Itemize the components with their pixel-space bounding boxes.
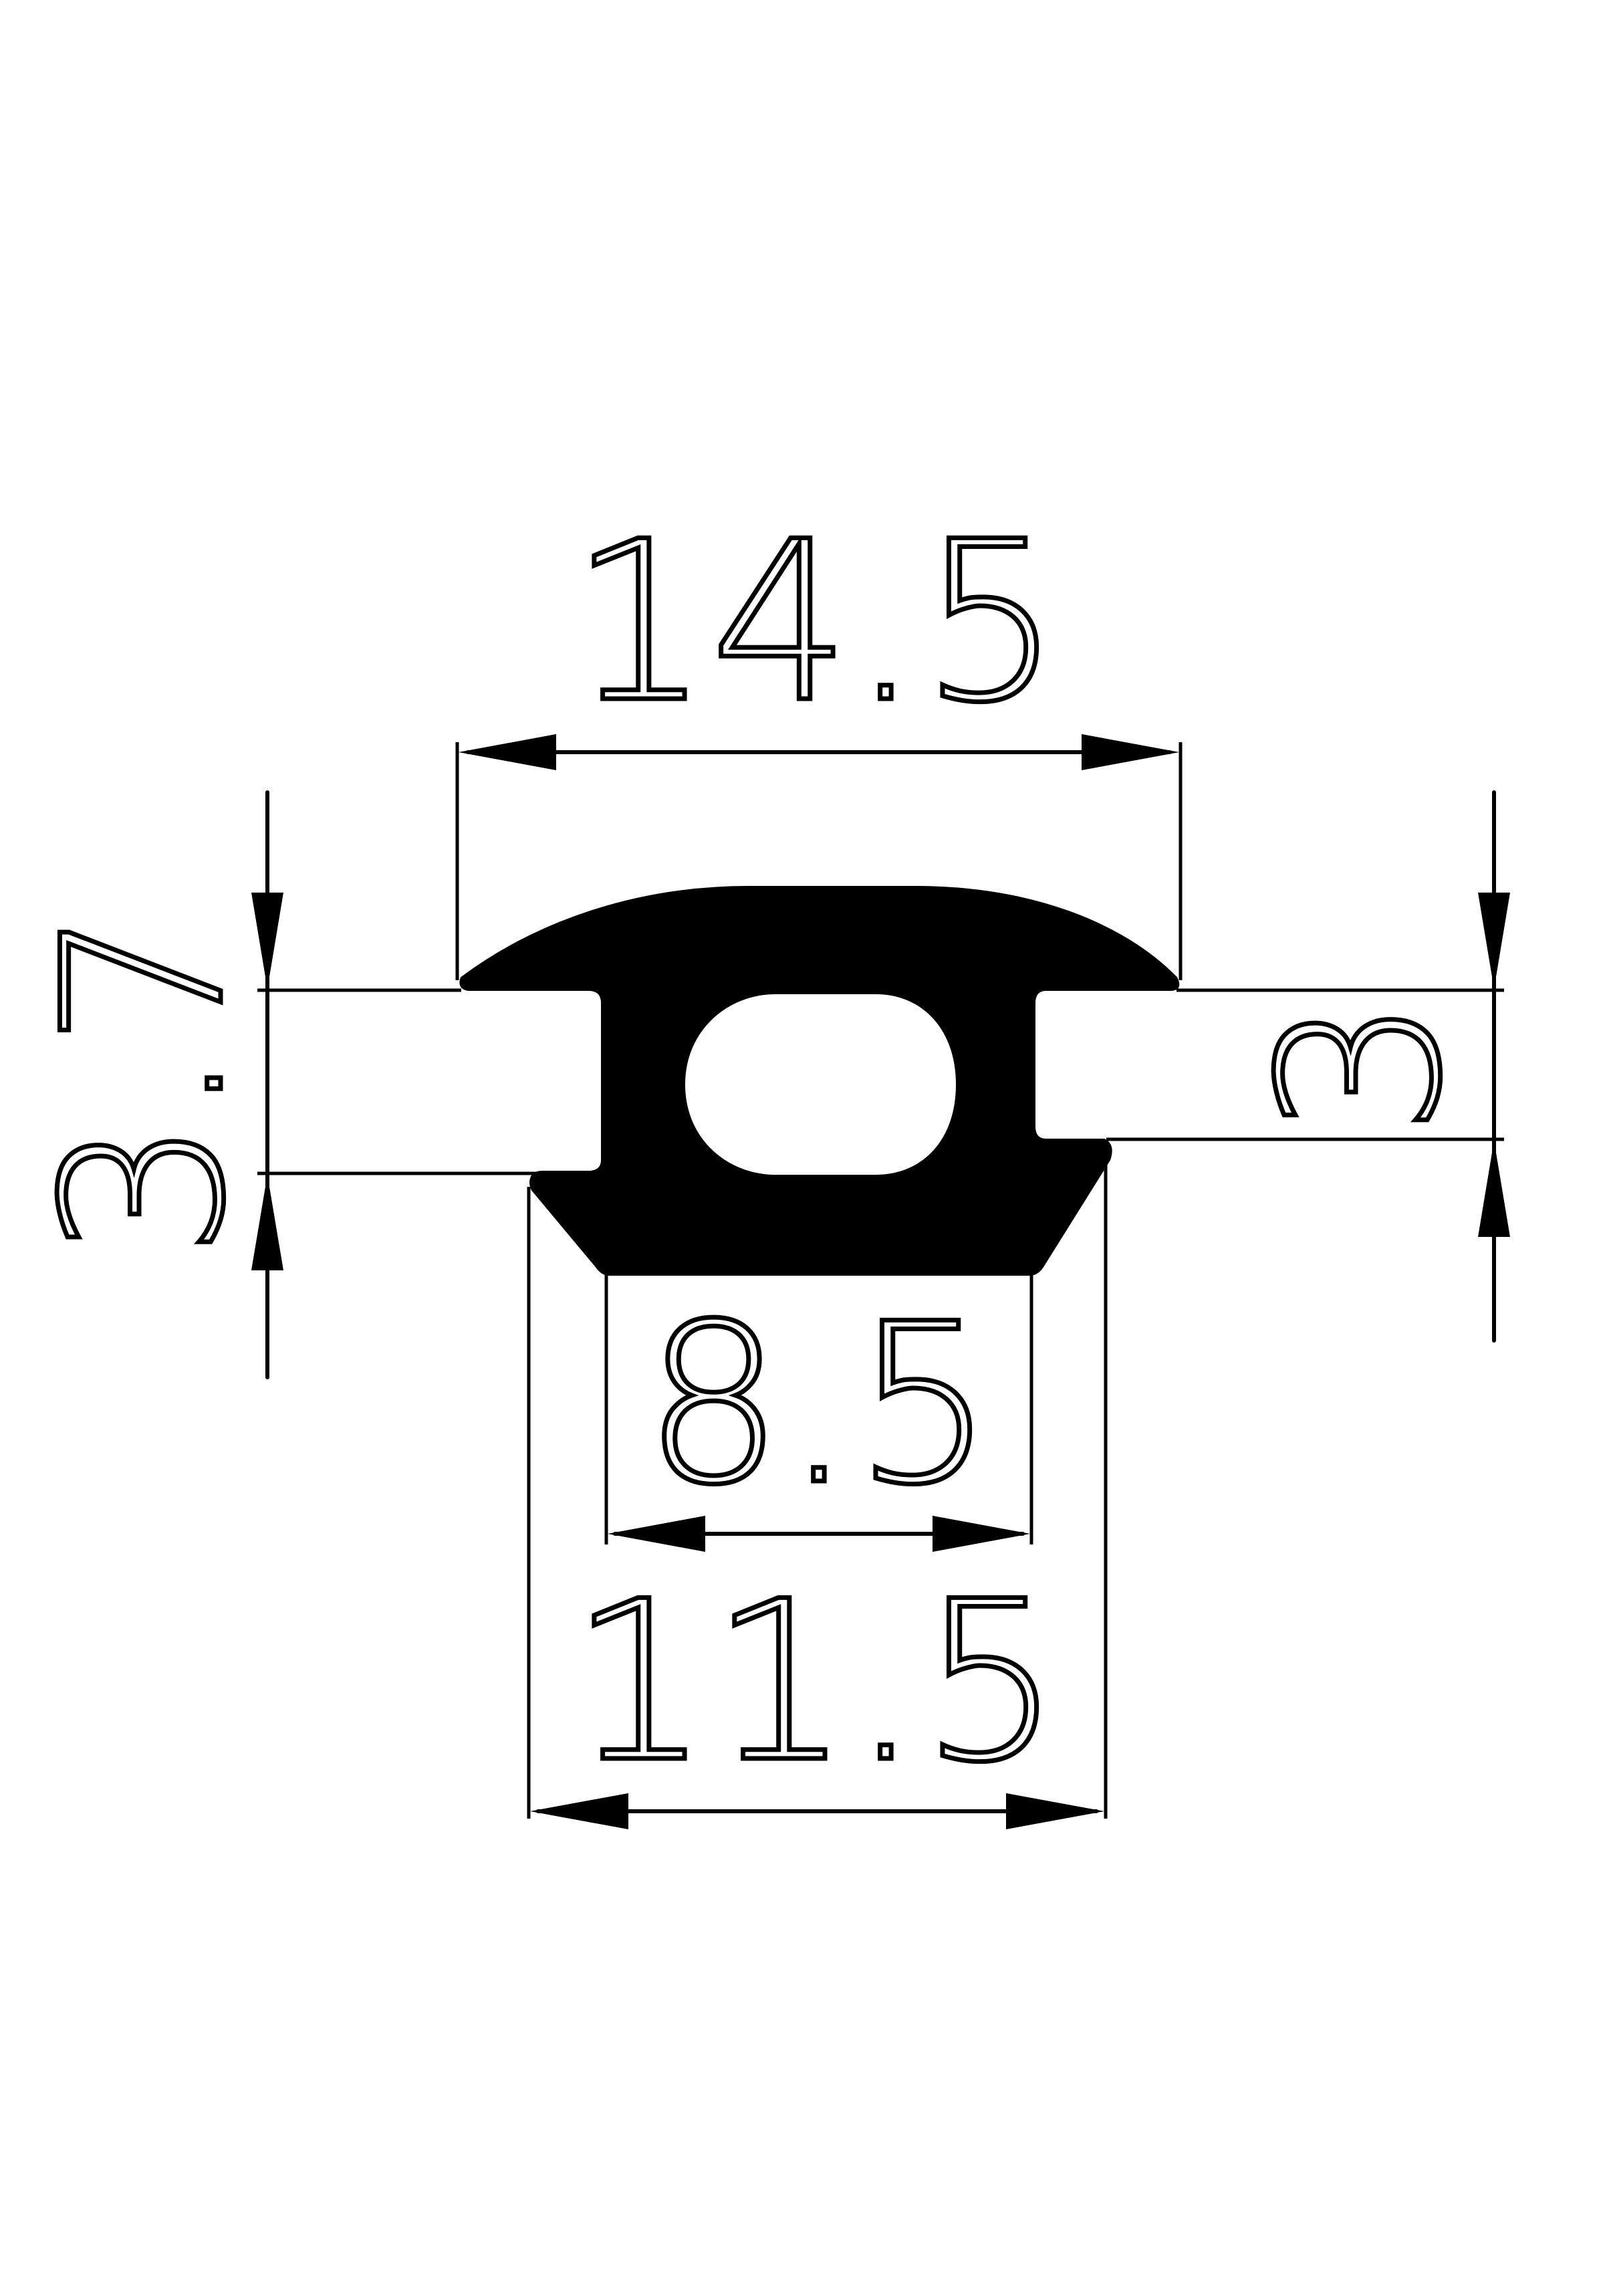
- dimension-label-8-5: 8.5: [644, 1276, 995, 1533]
- dimension-label-11-5: 11.5: [570, 1554, 1062, 1811]
- arrow-left-icon: [459, 734, 556, 770]
- profile-shape: [459, 886, 1180, 1276]
- arrow-right-icon: [1006, 1793, 1104, 1829]
- dimension-right-height: 3: [1106, 790, 1510, 1343]
- arrow-up-icon: [1478, 1141, 1510, 1237]
- dimension-bottom-outer-width: 11.5: [527, 1147, 1108, 1829]
- dimension-label-14-5: 14.5: [570, 494, 1062, 751]
- arrow-up-icon: [251, 1175, 283, 1270]
- arrow-left-icon: [608, 1516, 705, 1552]
- dimension-label-3: 3: [1233, 996, 1489, 1137]
- arrow-left-icon: [530, 1793, 628, 1829]
- arrow-down-icon: [1478, 893, 1510, 989]
- dimension-label-3-7: 3.7: [16, 908, 273, 1259]
- dimension-bottom-inner-width: 8.5: [604, 1274, 1033, 1552]
- arrow-right-icon: [933, 1516, 1030, 1552]
- oval-hole: [685, 994, 956, 1175]
- arrow-right-icon: [1082, 734, 1179, 770]
- dimension-left-height: 3.7: [14, 790, 575, 1379]
- arrow-down-icon: [251, 893, 283, 989]
- dimension-top-width: 14.5: [455, 492, 1183, 980]
